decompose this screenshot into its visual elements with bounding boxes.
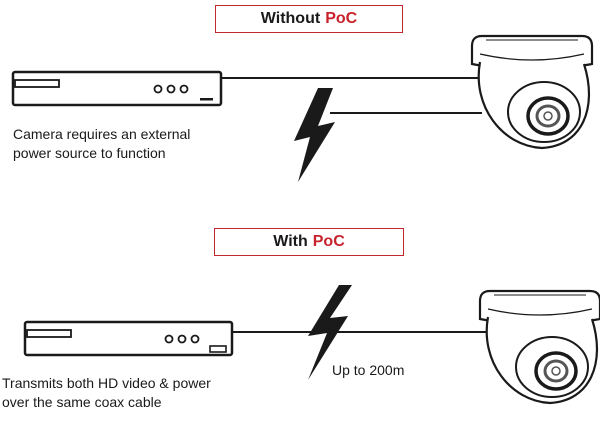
with-poc-caption: Transmits both HD video & power over the… (2, 374, 211, 412)
without-poc-lightning-bolt-icon (294, 88, 335, 182)
with-poc-title-prefix: With (273, 233, 308, 250)
with-poc-title-highlight: PoC (312, 233, 345, 250)
without-poc-title-highlight: PoC (325, 10, 358, 27)
without-poc-title-prefix: Without (260, 10, 321, 27)
with-poc-caption-line2: over the same coax cable (2, 394, 162, 410)
with-poc-caption-line1: Transmits both HD video & power (2, 375, 211, 391)
without-poc-caption-line1: Camera requires an external (13, 126, 191, 142)
without-poc-recorder (11, 70, 223, 107)
without-poc-caption: Camera requires an external power source… (13, 125, 190, 163)
with-poc-distance-label: Up to 200m (332, 362, 405, 378)
with-poc-recorder (23, 320, 234, 357)
with-poc-dome-camera-icon (478, 289, 600, 405)
without-poc-title: Without PoC (215, 5, 403, 33)
with-poc-title: With PoC (214, 228, 404, 256)
with-poc-lightning-bolt-icon (308, 285, 352, 380)
without-poc-dome-camera-icon (470, 34, 594, 150)
without-poc-caption-line2: power source to function (13, 145, 166, 161)
